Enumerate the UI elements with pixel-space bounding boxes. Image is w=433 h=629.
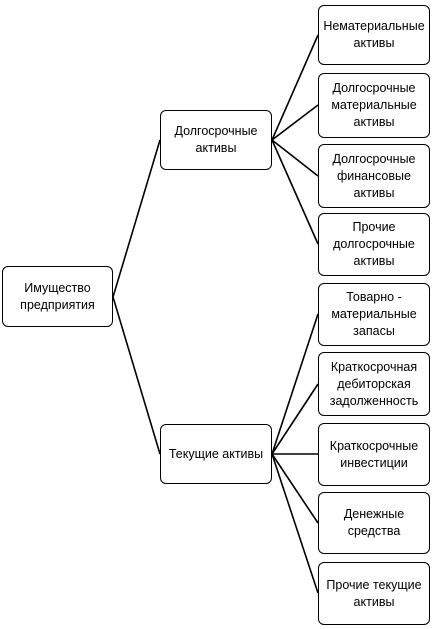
leaf-label: Краткосрочная дебиторская задолженность bbox=[329, 359, 419, 408]
group-label-long-term-assets: Долгосрочные активы bbox=[174, 124, 258, 155]
leaf-node-other-long-term-assets: Прочие долгосрочные активы bbox=[318, 213, 430, 276]
root-label: Имущество предприятия bbox=[20, 280, 95, 312]
group-label-current-assets: Текущие активы bbox=[168, 446, 264, 461]
leaf-label: Краткосрочные инвестиции bbox=[329, 438, 419, 470]
leaf-label: Прочие текущие активы bbox=[326, 577, 422, 609]
line-root-to-current bbox=[112, 296, 161, 455]
leaf-label: Нематериальные активы bbox=[323, 19, 425, 50]
leaf-node-long-term-financial-assets: Долгосрочные финансовые активы bbox=[318, 144, 430, 208]
line-current-to-leaf bbox=[271, 383, 319, 455]
leaf-node-short-term-receivables: Краткосрочная дебиторская задолженность bbox=[318, 352, 430, 416]
line-current-to-leaf bbox=[271, 313, 319, 455]
leaf-label: Денежные средства bbox=[343, 507, 405, 538]
root-node: Имущество предприятия bbox=[2, 266, 113, 327]
leaf-label: Прочие долгосрочные активы bbox=[333, 220, 415, 268]
leaf-node-intangible-assets: Нематериальные активы bbox=[318, 5, 430, 65]
leaf-node-other-current-assets: Прочие текущие активы bbox=[318, 562, 430, 625]
line-long-term-to-leaf bbox=[271, 34, 319, 141]
leaf-label: Долгосрочные финансовые активы bbox=[332, 151, 416, 200]
leaf-node-short-term-investments: Краткосрочные инвестиции bbox=[318, 423, 430, 486]
line-long-term-to-leaf bbox=[271, 104, 319, 141]
line-long-term-to-leaf bbox=[271, 139, 319, 245]
line-current-to-leaf bbox=[271, 453, 319, 524]
leaf-node-long-term-tangible-assets: Долгосрочные материальные активы bbox=[318, 73, 430, 138]
group-node-current-assets: Текущие активы bbox=[160, 424, 272, 484]
leaf-label: Товарно - материальные запасы bbox=[331, 290, 417, 338]
line-current-to-leaf bbox=[271, 453, 319, 594]
line-root-to-long-term bbox=[112, 139, 161, 298]
leaf-node-inventory: Товарно - материальные запасы bbox=[318, 283, 430, 346]
leaf-node-cash: Денежные средства bbox=[318, 492, 430, 554]
leaf-label: Долгосрочные материальные активы bbox=[331, 81, 417, 129]
line-long-term-to-leaf bbox=[271, 139, 319, 177]
group-node-long-term-assets: Долгосрочные активы bbox=[160, 110, 272, 170]
